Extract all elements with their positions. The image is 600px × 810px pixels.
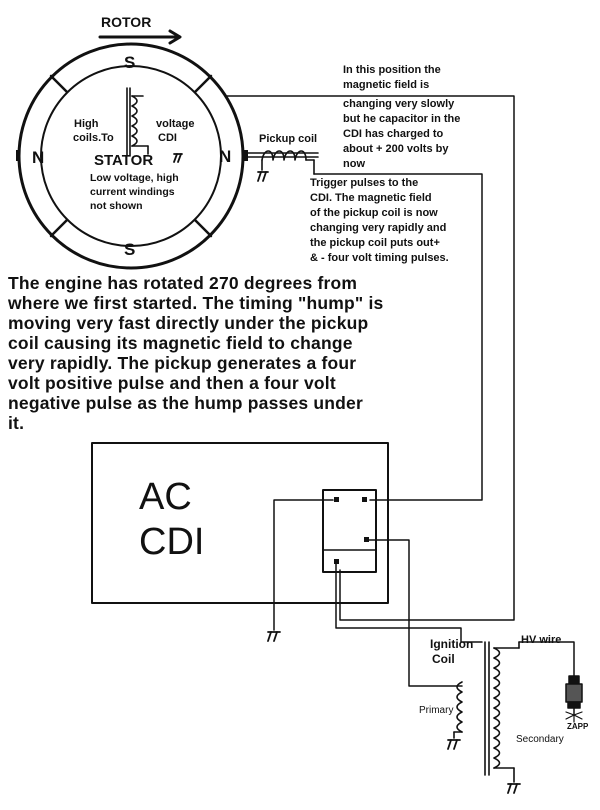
position-note-line: In this position the xyxy=(343,64,441,76)
trigger-note-line: the pickup coil puts out+ xyxy=(310,237,440,249)
hv-wire-label: HV wire xyxy=(521,634,562,646)
pickup-coil-label: Pickup coil xyxy=(259,133,318,145)
pole-bottom-label: S xyxy=(124,240,136,259)
stator-low-line-2: current windings xyxy=(90,186,175,198)
paragraph-line: it. xyxy=(8,413,25,433)
paragraph-line: very rapidly. The pickup generates a fou… xyxy=(8,353,357,373)
position-note-line: now xyxy=(343,158,365,170)
ignition-coil-title-2: Coil xyxy=(432,652,455,666)
pickup-ground-icon xyxy=(257,171,269,182)
spark-plug-icon xyxy=(565,675,583,715)
coil-ground-icon xyxy=(447,739,461,750)
stator-voltage-label: voltage xyxy=(156,118,195,130)
paragraph-line: The engine has rotated 270 degrees from xyxy=(8,273,358,293)
pickup-coil-icon xyxy=(247,150,319,175)
paragraph-line: negative pulse as the hump passes under xyxy=(8,393,363,413)
cdi-box xyxy=(91,442,389,604)
secondary-ground-icon xyxy=(507,783,521,794)
position-note-line: changing very slowly xyxy=(343,98,455,110)
cdi-label-cdi: CDI xyxy=(139,521,205,563)
pickup-pole-marker xyxy=(242,150,248,161)
pole-right-label: N xyxy=(219,147,232,166)
trigger-note-line: CDI. The magnetic field xyxy=(310,192,432,204)
cdi-connector xyxy=(322,489,377,573)
secondary-label: Secondary xyxy=(516,734,564,745)
paragraph-line: moving very fast directly under the pick… xyxy=(8,313,369,333)
paragraph-line: volt positive pulse and then a four volt xyxy=(8,373,336,393)
position-note-line: about + 200 volts by xyxy=(343,143,449,155)
paragraph-line: coil causing its magnetic field to chang… xyxy=(8,333,353,353)
cdi-label-ac: AC xyxy=(139,476,192,518)
paragraph-line: where we first started. The timing "hump… xyxy=(8,293,384,313)
timing-hump-marker xyxy=(16,150,20,161)
stator-ground-icon xyxy=(173,153,183,163)
stator-low-line-3: not shown xyxy=(90,200,143,212)
trigger-note-line: Trigger pulses to the xyxy=(310,177,419,189)
pole-top-label: S xyxy=(124,53,136,72)
primary-label: Primary xyxy=(419,705,454,716)
ignition-coil-title: Ignition xyxy=(430,637,474,651)
position-note-line: magnetic field is xyxy=(343,79,430,91)
trigger-note-line: of the pickup coil is now xyxy=(310,207,438,219)
zapp-label: ZAPP xyxy=(567,722,589,731)
stator-cdi-label: CDI xyxy=(158,132,177,144)
trigger-note-line: changing very rapidly and xyxy=(310,222,447,234)
position-note-line: CDI has charged to xyxy=(343,128,444,140)
position-note-line: but he capacitor in the xyxy=(343,113,461,125)
trigger-note-line: & - four volt timing pulses. xyxy=(310,252,449,264)
stator-coil-icon xyxy=(126,87,149,156)
trigger-note: Trigger pulses to the CDI. The magnetic … xyxy=(310,176,449,266)
stator-coils-label: coils.To xyxy=(73,132,114,144)
spark-icon xyxy=(565,711,583,723)
stator-low-line-1: Low voltage, high xyxy=(90,172,179,184)
description-paragraph: The engine has rotated 270 degrees from … xyxy=(8,273,458,433)
stator-high-label: High xyxy=(74,118,99,130)
ignition-coil-icon xyxy=(453,641,520,783)
cdi-ground-icon xyxy=(267,631,281,642)
pole-left-label: N xyxy=(32,148,45,167)
position-note: In this position the magnetic field is c… xyxy=(343,63,460,172)
rotor-label: ROTOR xyxy=(101,14,152,30)
stator-title: STATOR xyxy=(94,152,154,169)
rotor-arrow-icon xyxy=(98,29,182,45)
